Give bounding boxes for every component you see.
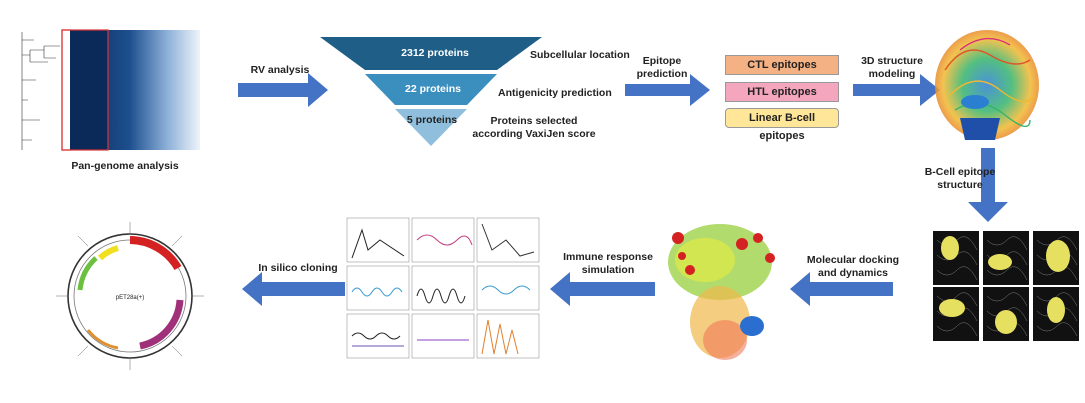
docking-label-2: and dynamics <box>817 267 889 279</box>
dendrogram <box>21 32 60 150</box>
linear-bcell-epitopes-box: Linear B-cell epitopes <box>725 108 839 142</box>
plasmid-map: pET28a(+) <box>56 222 204 370</box>
funnel <box>320 37 542 146</box>
epitope-prediction-label-2: prediction <box>636 68 688 80</box>
insilico-cloning-label: In silico cloning <box>258 262 338 274</box>
arrow-immune-simulation <box>550 272 655 306</box>
arrow-insilico-cloning <box>242 272 345 306</box>
pangenome-heatmap <box>21 29 200 151</box>
arrow-molecular-docking <box>790 272 893 306</box>
immune-simulation-label-1: Immune response <box>563 251 653 263</box>
pangenome-label: Pan-genome analysis <box>71 160 179 172</box>
svg-text:pET28a(+): pET28a(+) <box>116 295 145 301</box>
protein-3d-structure <box>935 30 1039 140</box>
docked-complex-structure <box>668 224 775 360</box>
structure-modeling-label-2: modeling <box>868 68 916 80</box>
arrow-rv-analysis <box>238 73 328 107</box>
htl-epitopes-box: HTL epitopes <box>725 82 839 102</box>
structure-modeling-label-1: 3D structure <box>861 55 923 67</box>
antigenicity-prediction-label: Antigenicity prediction <box>498 87 612 99</box>
simulation-plots-grid <box>346 217 540 359</box>
arrow-bcell-structure <box>968 148 1008 222</box>
proteins-selected-label-2: according VaxiJen score <box>472 128 596 140</box>
bcell-structure-label-1: B-Cell epitope <box>924 166 996 178</box>
funnel-tier2-label: 22 proteins <box>404 83 462 95</box>
ctl-epitopes-box: CTL epitopes <box>725 55 839 75</box>
bcell-epitope-panels <box>933 231 1079 341</box>
immune-simulation-label-2: simulation <box>581 264 635 276</box>
docking-label-1: Molecular docking <box>806 254 900 266</box>
arrow-structure-modeling <box>853 74 940 106</box>
funnel-tier1-label: 2312 proteins <box>401 47 469 59</box>
epitope-prediction-label-1: Epitope <box>642 55 682 67</box>
proteins-selected-label-1: Proteins selected <box>490 115 578 127</box>
funnel-tier3-label: 5 proteins <box>406 114 458 126</box>
bcell-structure-label-2: structure <box>937 179 983 191</box>
subcellular-location-label: Subcellular location <box>530 49 630 61</box>
rv-analysis-label: RV analysis <box>250 64 310 76</box>
arrow-epitope-prediction <box>625 74 710 106</box>
